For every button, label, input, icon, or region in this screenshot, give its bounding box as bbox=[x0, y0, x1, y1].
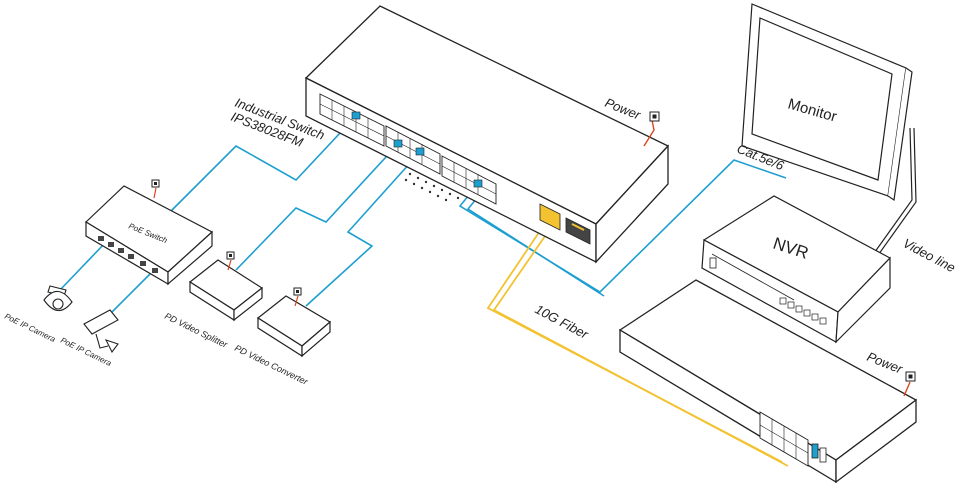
video-converter-icon bbox=[256, 295, 332, 358]
video-line-label: Video line bbox=[901, 235, 957, 275]
power-outlet-icon bbox=[905, 371, 916, 382]
dome-camera-icon bbox=[43, 285, 73, 312]
aggregation-switch-icon bbox=[618, 279, 918, 484]
dome-camera-label: PoE IP Camera bbox=[3, 312, 57, 345]
bullet-camera-icon bbox=[83, 309, 119, 354]
active-port-markers bbox=[351, 111, 483, 188]
industrial-switch-icon bbox=[304, 5, 670, 264]
video-splitter-icon bbox=[188, 259, 264, 322]
cable-to-converter bbox=[305, 151, 421, 307]
cable-to-splitter bbox=[235, 143, 399, 271]
cable-to-dome-camera bbox=[59, 241, 107, 291]
power-outlet-icon bbox=[226, 251, 235, 260]
nvr-icon bbox=[701, 195, 891, 344]
power-cable-top bbox=[643, 119, 655, 147]
power-outlet-icon bbox=[151, 179, 160, 188]
power-cable-bottom bbox=[903, 381, 911, 397]
power-outlet-icon bbox=[293, 287, 302, 296]
power-label-bottom: Power bbox=[865, 349, 905, 377]
splitter-label: PD Video Splitter bbox=[163, 311, 230, 350]
poe-switch-icon bbox=[85, 185, 214, 286]
cat-cable-to-nvr bbox=[458, 159, 787, 294]
cable-to-poe-switch bbox=[169, 115, 357, 213]
power-outlet-icon bbox=[649, 111, 660, 122]
bullet-camera-label: PoE IP Camera bbox=[59, 336, 113, 369]
monitor-icon bbox=[741, 3, 917, 259]
